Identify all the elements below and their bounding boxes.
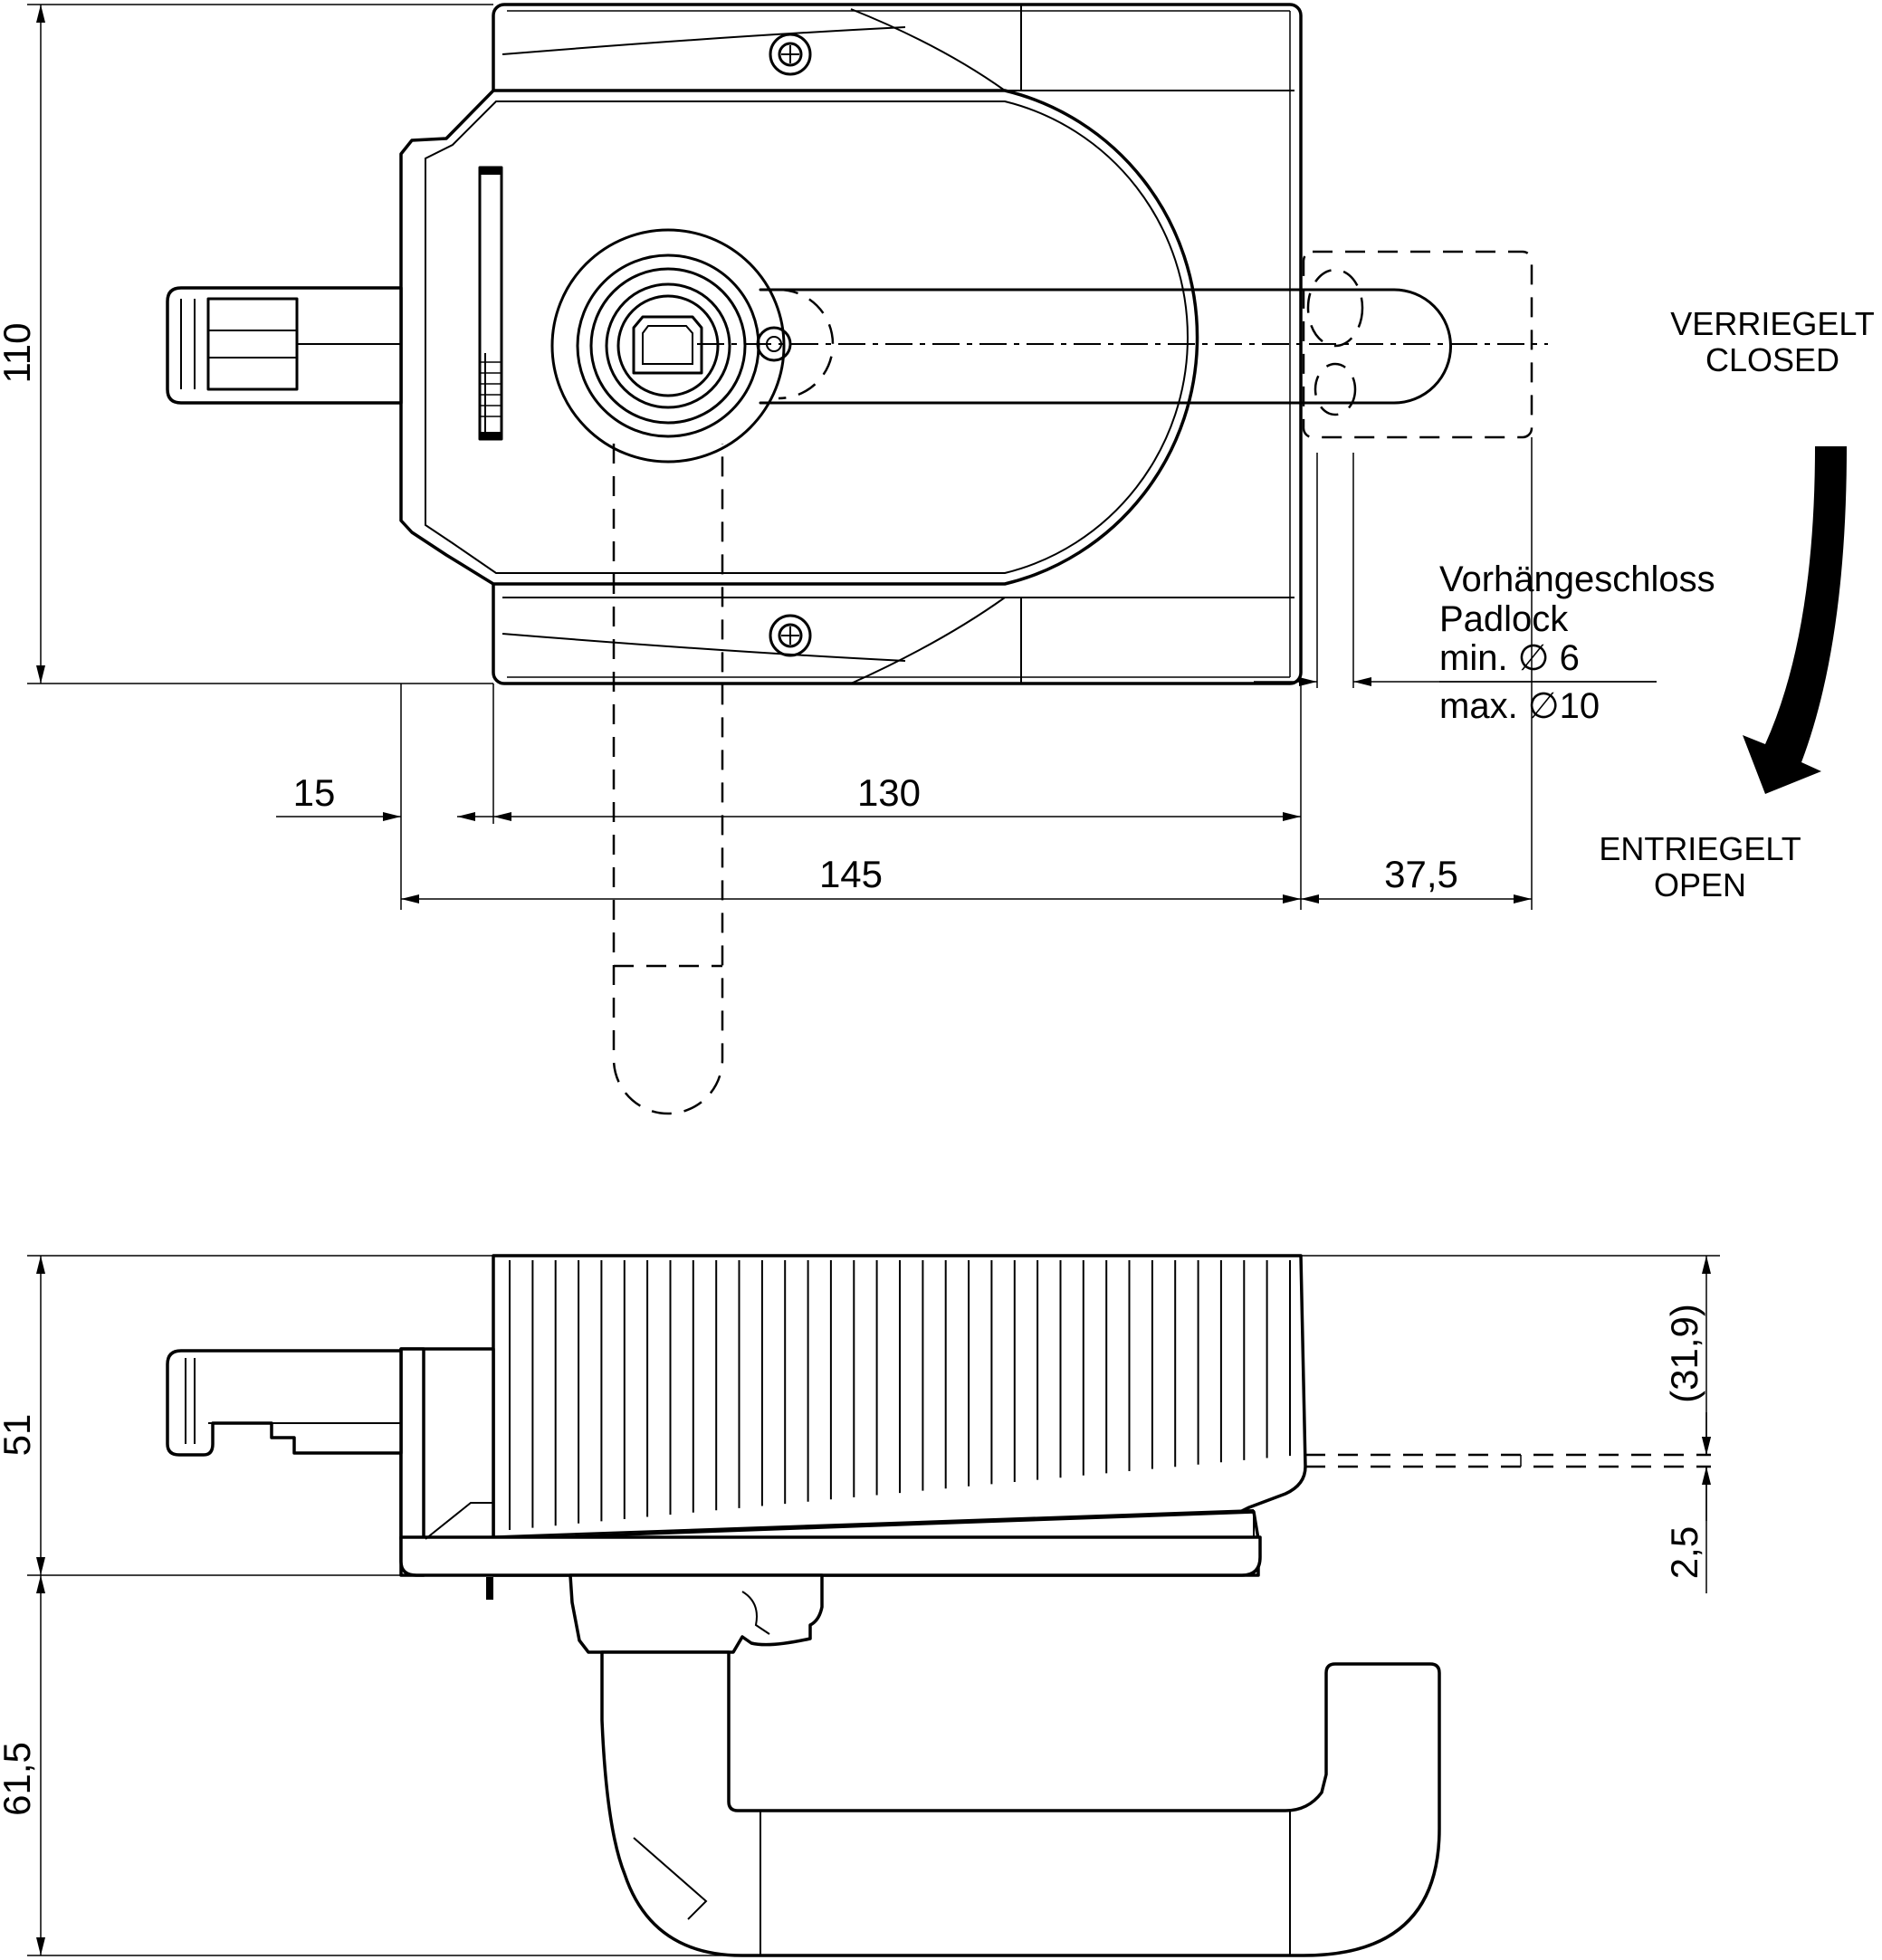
dim-15-130: 15 130 [276,684,1302,910]
top-view: 110 15 130 145 37,5 Vo [0,3,1875,1115]
padlock-note-line1: Vorhängeschloss [1439,559,1715,599]
screw-top [769,33,812,76]
label-closed-en: CLOSED [1705,341,1839,378]
dim-61-5-label: 61,5 [0,1742,38,1816]
side-view: 51 61,5 (31,9) 2,5 [0,1254,1720,1957]
housing-ribs [509,1260,1291,1530]
rotation-arrow-icon [1743,446,1847,794]
screw-bottom [769,614,812,657]
dim-31-9-label: (31,9) [1663,1304,1705,1403]
padlock-hole [1302,250,1533,688]
dim-130-label: 130 [857,771,921,814]
dim-110: 110 [0,4,493,684]
lock-cylinder [550,228,835,464]
handle-hub [568,1573,824,1654]
handle-side [600,1650,1441,1957]
position-indicator [478,166,503,441]
dim-61-5: 61,5 [0,1575,742,1956]
dim-145-37-5: 145 37,5 [401,437,1533,910]
padlock-bar-side [1305,1453,1711,1468]
handle-lever-closed [697,288,1548,405]
padlock-note-line4: max. ∅10 [1439,686,1600,726]
dim-37-5-label: 37,5 [1384,853,1458,895]
bolt-left-side [166,1349,403,1457]
padlock-note-line3: min. ∅ 6 [1439,638,1580,678]
dim-51: 51 [0,1255,493,1576]
handle-lever-open [612,444,724,1115]
label-closed-de: VERRIEGELT [1670,305,1874,342]
dim-2-5-label: 2,5 [1663,1526,1705,1579]
dim-110-label: 110 [0,323,38,384]
label-open-en: OPEN [1654,866,1746,904]
dim-31-9-2-5: (31,9) 2,5 [1301,1255,1720,1593]
dim-51-label: 51 [0,1414,38,1457]
side-pin [486,1577,493,1600]
dim-15-label: 15 [293,771,336,814]
padlock-note-line2: Padlock [1439,599,1569,639]
padlock-note: Vorhängeschloss Padlock min. ∅ 6 max. ∅1… [1439,559,1715,726]
bolt-left [166,286,403,405]
label-open-de: ENTRIEGELT [1599,830,1801,867]
dim-145-label: 145 [819,853,883,895]
front-plate [399,89,1199,586]
